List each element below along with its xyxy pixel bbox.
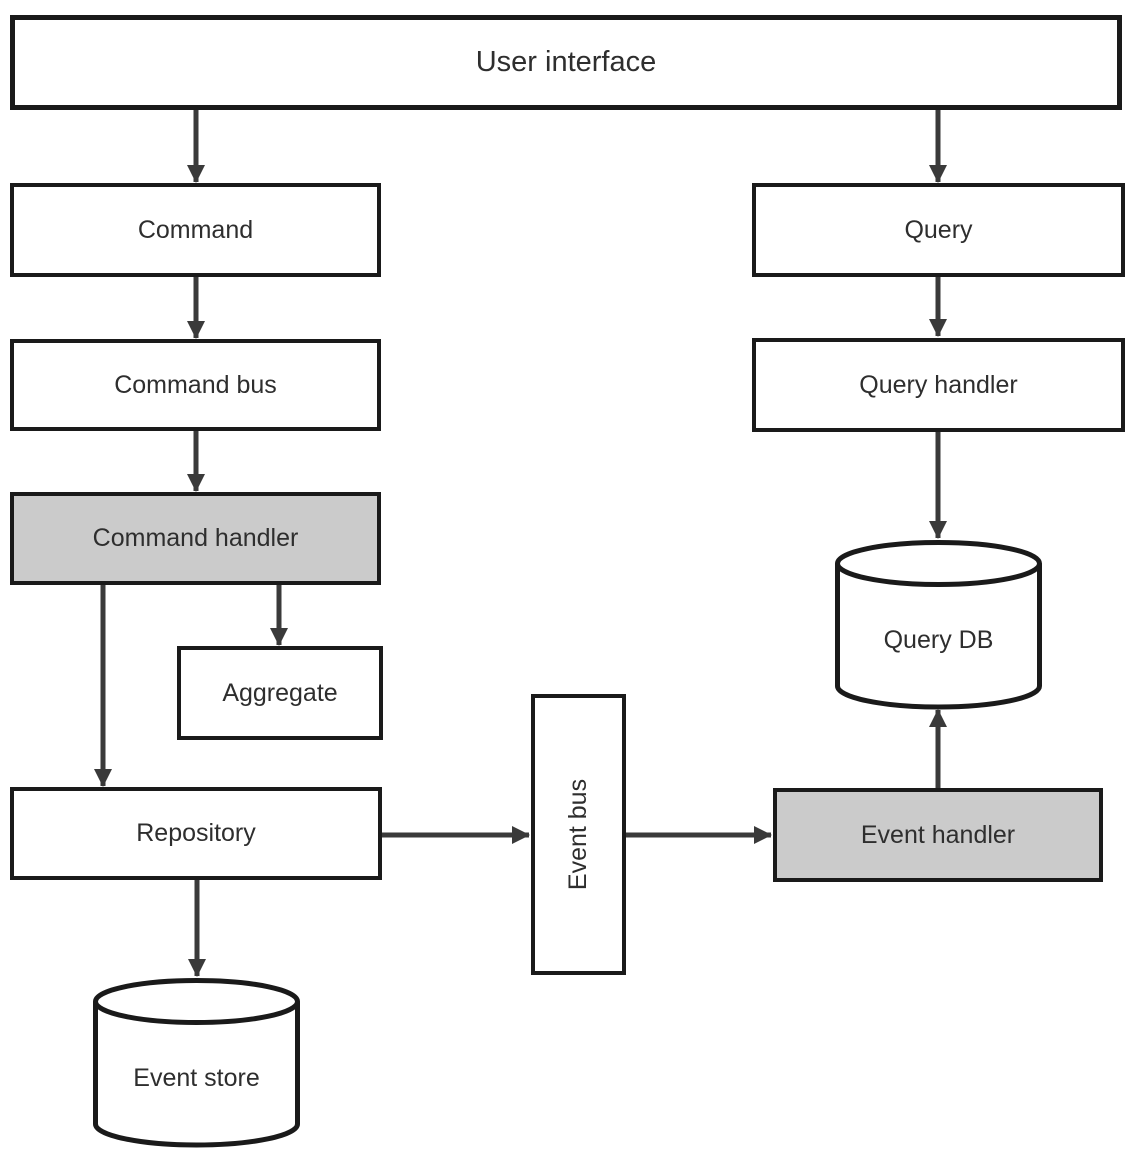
- node-user-interface-label: User interface: [475, 46, 657, 78]
- node-repository: Repository: [10, 787, 382, 880]
- node-event-handler: Event handler: [773, 788, 1103, 882]
- node-aggregate: Aggregate: [177, 646, 383, 740]
- node-user-interface: User interface: [10, 15, 1122, 110]
- node-query: Query: [752, 183, 1125, 277]
- node-event-store-label: Event store: [133, 1064, 260, 1092]
- node-event-bus: Event bus: [531, 694, 626, 975]
- node-event-store: Event store: [93, 978, 300, 1149]
- node-event-bus-label: Event bus: [564, 778, 592, 891]
- node-command-handler-label: Command handler: [92, 524, 299, 552]
- node-query-label: Query: [904, 215, 973, 244]
- node-command-label: Command: [137, 215, 254, 244]
- node-repository-label: Repository: [136, 819, 256, 847]
- node-command-bus: Command bus: [10, 339, 381, 431]
- node-command-handler: Command handler: [10, 492, 381, 585]
- node-aggregate-label: Aggregate: [222, 678, 338, 707]
- node-command: Command: [10, 183, 381, 277]
- node-query-handler: Query handler: [752, 338, 1125, 432]
- node-query-db-label: Query DB: [883, 626, 994, 654]
- database-cylinder-icon: [835, 540, 1042, 710]
- node-event-handler-label: Event handler: [860, 820, 1016, 849]
- node-command-bus-label: Command bus: [114, 370, 277, 399]
- database-cylinder-icon: [93, 978, 300, 1148]
- node-query-db: Query DB: [835, 540, 1042, 711]
- node-query-handler-label: Query handler: [859, 370, 1018, 399]
